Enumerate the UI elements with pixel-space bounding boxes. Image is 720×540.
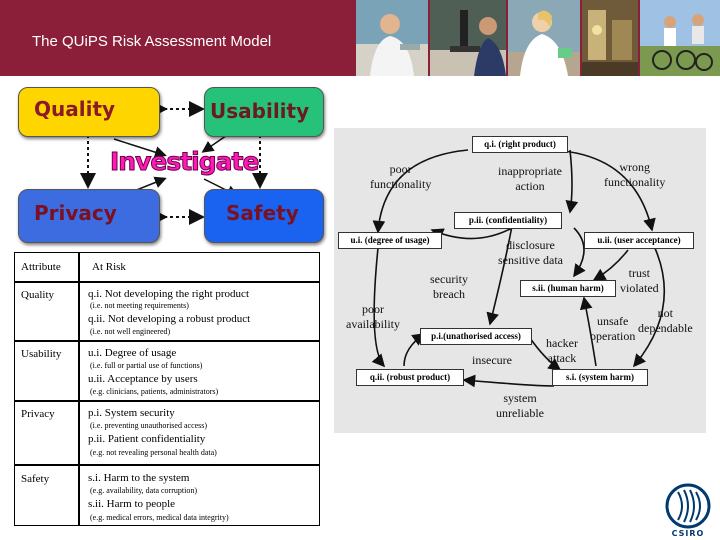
risk-item: p.ii. Patient confidentiality bbox=[88, 433, 206, 445]
threat-wrong-functionality: wrong functionality bbox=[604, 160, 666, 189]
header-banner: The QUiPS Risk Assessment Model bbox=[0, 0, 720, 76]
page-title: The QUiPS Risk Assessment Model bbox=[32, 33, 272, 50]
csiro-logo bbox=[665, 483, 711, 529]
node-right-product: q.i. (right product) bbox=[472, 136, 568, 153]
quality-label: Quality bbox=[34, 97, 116, 121]
row-attribute-label: Usability bbox=[21, 348, 62, 360]
row-attribute-label: Safety bbox=[21, 473, 50, 485]
safety-box bbox=[204, 189, 324, 243]
photo-microscope bbox=[430, 0, 506, 76]
photo-lab-worker bbox=[356, 0, 428, 76]
photo-cyclists bbox=[640, 0, 720, 76]
table-header-risk-cell: At Risk bbox=[80, 253, 319, 281]
risk-note: (e.g. availability, data corruption) bbox=[90, 486, 197, 495]
csiro-logo-text: CSIRO bbox=[671, 529, 705, 538]
node-confidentiality: p.ii. (confidentiality) bbox=[454, 212, 562, 229]
threat-trust-violated: trust violated bbox=[620, 266, 659, 295]
risk-note: (i.e. not meeting requirements) bbox=[90, 301, 189, 310]
risk-attribute-table: Attribute At Risk Quality q.i. Not devel… bbox=[14, 252, 320, 526]
table-row-quality-risks: q.i. Not developing the right product (i… bbox=[80, 283, 319, 340]
usability-box bbox=[204, 87, 324, 137]
risk-item: u.ii. Acceptance by users bbox=[88, 373, 198, 385]
threat-relationship-diagram: q.i. (right product) p.ii. (confidential… bbox=[334, 128, 706, 433]
table-row-usability-attribute: Usability bbox=[15, 342, 78, 400]
node-unauthorised-access: p.i.(unathorised access) bbox=[420, 328, 532, 345]
threat-poor-availability: poor availability bbox=[346, 302, 400, 331]
photo-scientist bbox=[508, 0, 580, 76]
table-row-quality-attribute: Quality bbox=[15, 283, 78, 340]
node-degree-of-usage: u.i. (degree of usage) bbox=[338, 232, 442, 249]
safety-label: Safety bbox=[226, 201, 299, 225]
threat-unsafe-operation: unsafe operation bbox=[590, 314, 636, 343]
quips-model-diagram: Quality Usability Investigate Privacy Sa… bbox=[14, 83, 326, 245]
threat-system-unreliable: system unreliable bbox=[496, 391, 544, 420]
table-header-attribute-cell: Attribute bbox=[15, 253, 78, 281]
risk-note: (e.g. not revealing personal health data… bbox=[90, 448, 217, 457]
threat-disclosure: disclosure sensitive data bbox=[498, 238, 563, 267]
photo-lab-equipment bbox=[582, 0, 638, 76]
node-user-acceptance: u.ii. (user acceptance) bbox=[584, 232, 694, 249]
risk-item: s.i. Harm to the system bbox=[88, 472, 190, 484]
risk-item: q.i. Not developing the right product bbox=[88, 288, 249, 300]
risk-item: u.i. Degree of usage bbox=[88, 347, 177, 359]
table-row-usability-risks: u.i. Degree of usage (i.e. full or parti… bbox=[80, 342, 319, 400]
table-header-attribute: Attribute bbox=[21, 261, 61, 273]
risk-item: p.i. System security bbox=[88, 407, 175, 419]
table-row-safety-risks: s.i. Harm to the system (e.g. availabili… bbox=[80, 466, 319, 525]
node-system-harm: s.i. (system harm) bbox=[552, 369, 648, 386]
quality-box bbox=[18, 87, 160, 137]
investigate-label: Investigate bbox=[109, 147, 259, 177]
table-row-privacy-risks: p.i. System security (i.e. preventing un… bbox=[80, 402, 319, 464]
risk-note: (e.g. medical errors, medical data integ… bbox=[90, 513, 229, 522]
table-header-risk: At Risk bbox=[92, 261, 126, 273]
risk-note: (i.e. not well engineered) bbox=[90, 327, 171, 336]
row-attribute-label: Privacy bbox=[21, 408, 55, 420]
table-row-safety-attribute: Safety bbox=[15, 466, 78, 525]
privacy-box bbox=[18, 189, 160, 243]
risk-item: q.ii. Not developing a robust product bbox=[88, 313, 251, 325]
node-human-harm: s.ii. (human harm) bbox=[520, 280, 616, 297]
risk-note: (i.e. preventing unauthorised access) bbox=[90, 421, 208, 430]
threat-arrows bbox=[371, 149, 666, 388]
threat-hacker-attack: hacker attack bbox=[546, 336, 578, 365]
risk-note: (e.g. clinicians, patients, administrato… bbox=[90, 387, 219, 396]
privacy-label: Privacy bbox=[34, 201, 117, 225]
table-row-privacy-attribute: Privacy bbox=[15, 402, 78, 464]
risk-note: (i.e. full or partial use of functions) bbox=[90, 361, 203, 370]
threat-poor-functionality: poor functionality bbox=[370, 162, 432, 191]
threat-insecure: insecure bbox=[472, 353, 512, 367]
threat-not-dependable: not dependable bbox=[638, 306, 693, 335]
row-attribute-label: Quality bbox=[21, 289, 54, 301]
threat-inappropriate-action: inappropriate action bbox=[498, 164, 562, 193]
node-robust-product: q.ii. (robust product) bbox=[356, 369, 464, 386]
threat-security-breach: security breach bbox=[430, 272, 468, 301]
risk-item: s.ii. Harm to people bbox=[88, 498, 176, 510]
usability-label: Usability bbox=[210, 99, 310, 123]
